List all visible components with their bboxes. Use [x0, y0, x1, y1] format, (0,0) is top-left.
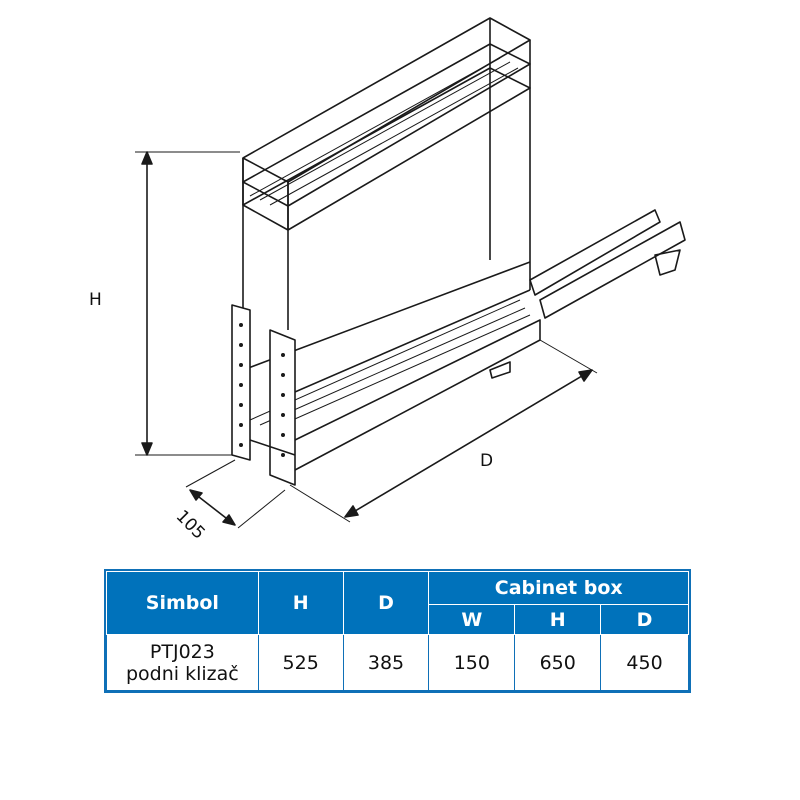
cell-h: 525 — [257, 634, 344, 691]
height-label: H — [89, 290, 102, 310]
header-cabinet-box: Cabinet box — [428, 571, 689, 605]
header-h: H — [257, 571, 344, 635]
cell-cab-d: 450 — [600, 634, 689, 691]
header-cab-w: W — [428, 604, 516, 635]
depth-dimension — [289, 339, 598, 523]
depth-label: D — [480, 451, 494, 471]
cell-cab-h: 650 — [514, 634, 602, 691]
header-cab-h: H — [514, 604, 602, 635]
header-cab-d: D — [600, 604, 689, 635]
product-name: podni klizač — [126, 662, 239, 685]
header-simbol: Simbol — [106, 571, 259, 635]
cell-d: 385 — [342, 634, 430, 691]
height-dimension — [135, 151, 240, 456]
cell-cab-w: 150 — [428, 634, 516, 691]
basket-frame — [231, 17, 686, 486]
product-code: PTJ023 — [149, 640, 215, 663]
header-d: D — [342, 571, 430, 635]
width-dimension — [185, 459, 286, 529]
pullout-basket-drawing — [135, 17, 686, 529]
